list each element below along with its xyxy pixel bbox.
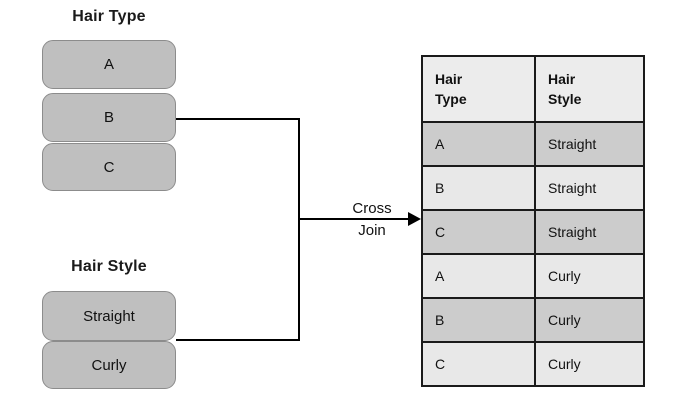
column-header-hair-type-line1: Hair — [435, 71, 463, 87]
cell-hair-style: Straight — [534, 165, 645, 211]
cell-hair-style: Curly — [534, 341, 645, 387]
table-row: C Straight — [421, 209, 645, 255]
connector-line-vertical — [298, 118, 300, 341]
cell-hair-type: A — [421, 253, 536, 299]
table-row: B Curly — [421, 297, 645, 343]
cell-hair-style: Straight — [534, 121, 645, 167]
table-row: A Straight — [421, 121, 645, 167]
hair-style-box-curly-label: Curly — [91, 356, 127, 374]
cross-join-label-line1: Cross — [352, 200, 392, 217]
cell-hair-type: B — [421, 297, 536, 343]
column-header-hair-type-line2: Type — [435, 91, 467, 107]
hair-type-box-c-label: C — [103, 158, 115, 176]
cell-hair-type: B — [421, 165, 536, 211]
hair-style-box-straight-label: Straight — [83, 307, 135, 325]
hair-style-box-straight[interactable]: Straight — [42, 291, 176, 341]
cross-join-label-line2: Join — [358, 222, 386, 239]
column-header-hair-style-line1: Hair — [548, 71, 576, 87]
hair-type-box-a-label: A — [103, 56, 114, 73]
connector-line-top — [176, 118, 300, 120]
column-header-hair-type: Hair Type — [421, 55, 536, 123]
cell-hair-type: C — [421, 341, 536, 387]
connector-line-bottom — [176, 339, 300, 341]
column-header-hair-style-line2: Style — [548, 91, 582, 107]
cell-hair-style: Straight — [534, 209, 645, 255]
cell-hair-type: C — [421, 209, 536, 255]
connector-arrow-shaft — [298, 218, 412, 220]
column-header-hair-style: Hair Style — [534, 55, 645, 123]
cell-hair-style: Curly — [534, 253, 645, 299]
table-header-row: Hair Type Hair Style — [421, 55, 645, 123]
group-title-hair-type: Hair Type — [72, 8, 146, 25]
cell-hair-style: Curly — [534, 297, 645, 343]
cross-join-result-table: Hair Type Hair Style A Straight B Straig… — [421, 55, 645, 387]
cell-hair-type: A — [421, 121, 536, 167]
table-row: B Straight — [421, 165, 645, 211]
hair-type-box-a[interactable]: A — [42, 40, 176, 89]
hair-type-box-b[interactable]: B — [42, 93, 176, 142]
table-row: A Curly — [421, 253, 645, 299]
group-title-hair-style: Hair Style — [71, 258, 147, 275]
hair-style-box-curly[interactable]: Curly — [42, 341, 176, 389]
table-row: C Curly — [421, 341, 645, 387]
hair-type-box-b-label: B — [103, 109, 114, 126]
hair-type-box-c[interactable]: C — [42, 143, 176, 191]
arrow-right-icon — [408, 212, 421, 226]
